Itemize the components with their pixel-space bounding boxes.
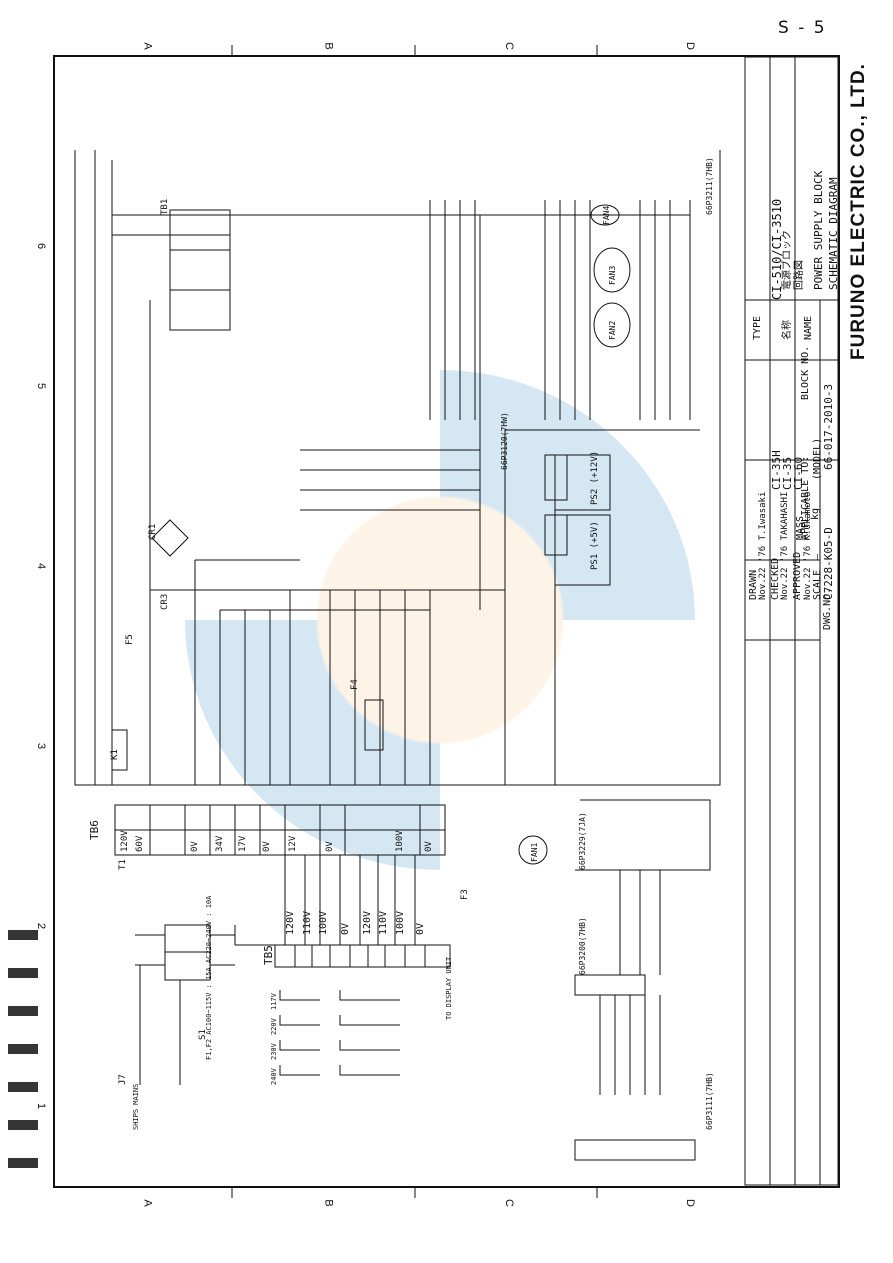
- applicable-value-3: CI-60: [792, 456, 805, 490]
- label-cr3: CR3: [160, 593, 170, 610]
- label-tb1: TB1: [160, 198, 170, 215]
- brand-logo-strip: [8, 930, 38, 1170]
- label-cable-4: 66P3111(7HB): [705, 1072, 714, 1130]
- tb5-tap-4: 0V: [340, 922, 351, 935]
- label-cable-5: 66P3200(7HB): [578, 917, 587, 975]
- name-label: NAME: [803, 315, 814, 340]
- checked-value: Nov.22 '76 TAKAHASHI: [780, 491, 790, 600]
- voltage-117: 117V: [270, 993, 278, 1010]
- type-label: TYPE: [752, 315, 763, 340]
- label-ps1: PS1 (+5V): [590, 521, 600, 570]
- tb5-tap-2: 110V: [302, 910, 313, 935]
- label-to-display: TO DISPLAY UNIT: [445, 956, 453, 1020]
- tb6-tap-10: 0V: [424, 841, 434, 852]
- drawn-value: Nov.22 '76 T.Iwasaki: [758, 491, 768, 600]
- label-t1: T1: [118, 859, 128, 870]
- tb5-tap-1: 120V: [285, 910, 296, 935]
- label-f4: F4: [350, 679, 360, 690]
- diagram-jp: 回路図: [794, 260, 805, 290]
- tb6-tap-5: 17V: [238, 835, 248, 852]
- page-number: S - 5: [778, 18, 827, 38]
- block-no-label: BLOCK NO.: [800, 345, 811, 400]
- label-fuse-note: F1,F2 AC100~115V : 15A AC220~240V : 10A: [205, 895, 213, 1060]
- label-fan1: FAN1: [530, 842, 539, 862]
- tb6-tap-8: 0V: [325, 841, 335, 852]
- tb6-tap-4: 34V: [215, 835, 225, 852]
- label-cable-1: 66P3211(7HB): [705, 157, 714, 215]
- tb6-tap-7: 12V: [288, 835, 298, 852]
- label-f3: F3: [460, 889, 470, 900]
- approved-label: APPROVED: [792, 551, 803, 600]
- tb6-tap-6: 0V: [262, 841, 272, 852]
- tb5-tap-3: 100V: [318, 910, 329, 935]
- voltage-220: 220V: [270, 1018, 278, 1035]
- tb5-tap-6: 110V: [378, 910, 389, 935]
- label-fan4: FAN4: [602, 205, 611, 225]
- company-name: FURUNO ELECTRIC CO., LTD.: [848, 63, 869, 360]
- tb6-tap-2: 60V: [135, 835, 145, 852]
- label-cable-3: 66P3229(7JA): [578, 812, 587, 870]
- mass-value: kg: [810, 507, 821, 520]
- name-value: POWER SUPPLY BLOCK: [812, 170, 825, 290]
- tb6-tap-9: 100V: [395, 830, 405, 852]
- tb6-tap-3: 0V: [190, 841, 200, 852]
- dwg-no-value: C7228-K05-D: [822, 527, 835, 600]
- label-fan3: FAN3: [608, 265, 617, 285]
- label-cable-2: 66P3120(7HW): [500, 412, 509, 470]
- label-f5: F5: [125, 634, 135, 645]
- tb5-tap-8: 0V: [415, 922, 426, 935]
- doc-no-value: 66-017-2010-3: [822, 383, 835, 470]
- label-j7: J7: [118, 1074, 128, 1085]
- name-jp-label: 名称: [782, 320, 793, 340]
- drawing-frame: [53, 55, 840, 1188]
- voltage-240: 240V: [270, 1068, 278, 1085]
- label-tb5: TB5: [262, 945, 275, 965]
- tb5-tap-7: 100V: [395, 910, 406, 935]
- diagram-en: SCHEMATIC DIAGRAM: [827, 177, 840, 290]
- voltage-230: 230V: [270, 1043, 278, 1060]
- label-tb6: TB6: [88, 820, 101, 840]
- label-fan2: FAN2: [608, 320, 617, 340]
- tb6-tap-1: 120V: [120, 830, 130, 852]
- tb5-tap-5: 120V: [362, 910, 373, 935]
- label-k1: K1: [110, 749, 120, 760]
- label-ps2: PS2 (+12V): [590, 450, 600, 505]
- label-ships-mains: SHIPS MAINS: [132, 1083, 140, 1130]
- label-cr1: CR1: [148, 523, 158, 540]
